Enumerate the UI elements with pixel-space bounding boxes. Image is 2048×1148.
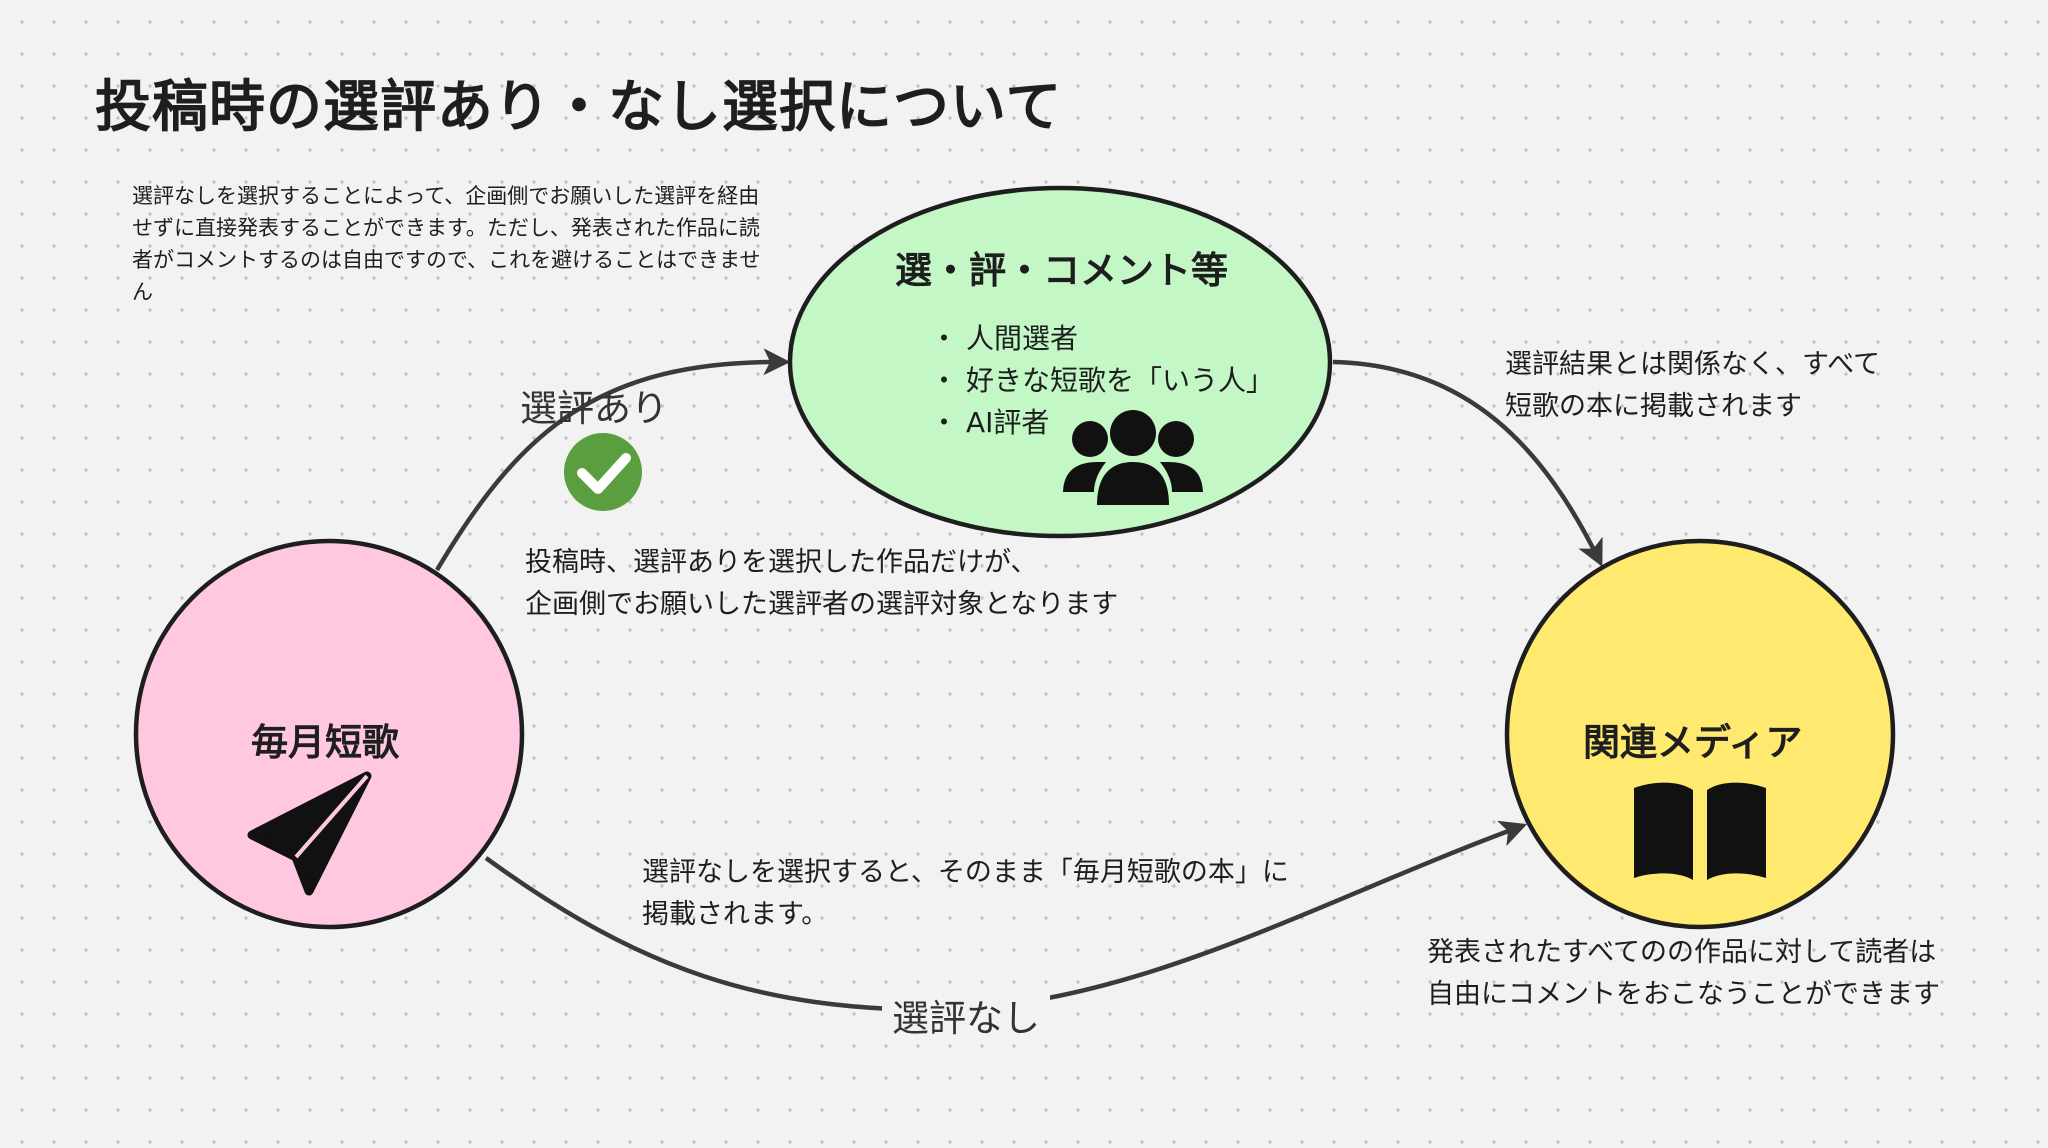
note-line: 自由にコメントをおこなうことができます: [1427, 979, 1940, 1010]
page-title: 投稿時の選評あり・なし選択について: [95, 75, 1063, 140]
note-line: 投稿時、選評ありを選択した作品だけが、: [525, 547, 1038, 578]
open-book-icon: [1634, 782, 1766, 880]
note-review-optional: 選評なしを選択することによって、企画側でお願いした選評を経由せずに直接発表するこ…: [132, 184, 761, 304]
note-without-review: 選評なしを選択すると、そのまま「毎月短歌の本」に 掲載されます。: [642, 852, 1289, 936]
note-line: 選評なしを選択すると、そのまま「毎月短歌の本」に: [642, 857, 1289, 888]
note-line: 企画側でお願いした選評者の選評対象となります: [525, 589, 1119, 620]
note-line: 選評結果とは関係なく、すべて: [1505, 349, 1881, 380]
note-with-review: 投稿時、選評ありを選択した作品だけが、 企画側でお願いした選評者の選評対象となり…: [525, 542, 1118, 626]
reviewer-item: AI評者: [930, 402, 1274, 444]
note-line: 発表されたすべてのの作品に対して読者は: [1427, 937, 1937, 968]
paper-plane-icon: [247, 771, 372, 896]
node-review-title: 選・評・コメント等: [895, 249, 1228, 292]
edge-review-to-media[interactable]: [1332, 359, 1603, 567]
note-media: 発表されたすべてのの作品に対して読者は 自由にコメントをおこなうことができます: [1427, 932, 1940, 1016]
node-source[interactable]: [133, 538, 525, 930]
reviewer-item: 人間選者: [930, 318, 1274, 360]
check-circle-icon: [564, 433, 642, 511]
reviewer-item: 好きな短歌を「いう人」: [930, 360, 1274, 402]
reviewer-list: 人間選者 好きな短歌を「いう人」 AI評者: [930, 318, 1274, 444]
edge-label-with-review: 選評あり: [520, 387, 668, 430]
edge-label-without-review: 選評なし: [882, 988, 1050, 1042]
note-line: 掲載されます。: [642, 899, 829, 930]
node-media[interactable]: [1504, 538, 1896, 930]
node-media-title: 関連メディア: [1583, 721, 1803, 764]
node-source-title: 毎月短歌: [251, 721, 399, 764]
edge-with-review[interactable]: [435, 348, 791, 572]
note-line: 短歌の本に掲載されます: [1505, 391, 1802, 422]
note-review-to-media: 選評結果とは関係なく、すべて 短歌の本に掲載されます: [1505, 344, 1880, 428]
